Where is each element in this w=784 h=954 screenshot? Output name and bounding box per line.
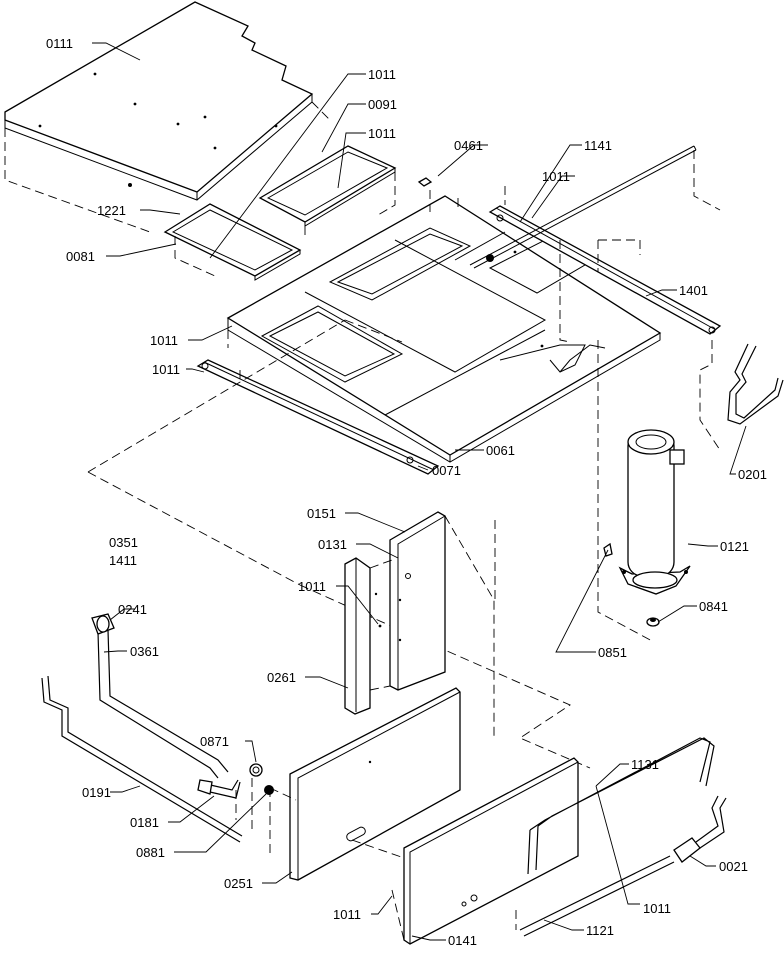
panel-0151: [389, 511, 446, 691]
label-1011-f: 1011: [298, 579, 326, 594]
tube-0181: [197, 779, 241, 799]
label-1011-e: 1011: [152, 362, 180, 377]
label-0111: 0111: [46, 36, 73, 51]
label-0461: 0461: [454, 138, 483, 153]
label-0251: 0251: [224, 876, 253, 891]
label-0871: 0871: [200, 734, 229, 749]
compressor: [618, 429, 691, 595]
label-0881: 0881: [136, 845, 165, 860]
label-0361: 0361: [130, 644, 159, 659]
label-0851: 0851: [598, 645, 627, 660]
label-1401: 1401: [679, 283, 708, 298]
label-0131: 0131: [318, 537, 347, 552]
nut-0871: [249, 763, 263, 777]
label-1011-b: 1011: [368, 126, 396, 141]
tube-1121: [519, 855, 675, 937]
leader-lines: [92, 42, 747, 941]
label-0241: 0241: [118, 602, 147, 617]
rail-1401: [488, 205, 722, 335]
label-0181: 0181: [130, 815, 159, 830]
filter-panel-0091: [258, 145, 397, 227]
label-0191: 0191: [82, 785, 111, 800]
label-0261: 0261: [267, 670, 296, 685]
label-0091: 0091: [368, 97, 397, 112]
grommet-0881: [264, 785, 274, 795]
label-1121: 1121: [586, 923, 614, 938]
label-0841: 0841: [699, 599, 728, 614]
front-panel-0141: [403, 757, 579, 945]
label-0141: 0141: [448, 933, 477, 948]
label-1011-c: 1011: [542, 169, 570, 184]
top-cover-panel: [4, 1, 314, 201]
tube-0201: [727, 343, 784, 425]
rail-0071: [196, 359, 440, 475]
base-pan: [226, 195, 662, 463]
label-0121: 0121: [720, 539, 749, 554]
label-0201: 0201: [738, 467, 767, 482]
label-1011-h: 1011: [643, 901, 671, 916]
label-0061: 0061: [486, 443, 515, 458]
label-0351: 0351: [109, 535, 138, 550]
tube-0191: [41, 675, 243, 843]
label-1011-g: 1011: [333, 907, 361, 922]
label-1011-a: 1011: [368, 67, 396, 82]
clip-0461: [417, 177, 433, 187]
drier-0021: [673, 795, 727, 863]
filter-panel-1221: [163, 203, 302, 281]
label-0071: 0071: [432, 463, 461, 478]
label-0151: 0151: [307, 506, 336, 521]
rod-1141: [469, 145, 697, 269]
label-1141: 1141: [584, 138, 612, 153]
front-panel-0251: [289, 687, 461, 881]
label-1011-d: 1011: [150, 333, 178, 348]
label-1131: 1131: [631, 757, 659, 772]
panel-0131: [344, 557, 382, 715]
grommet-0841: [646, 617, 660, 627]
tube-1131: [527, 737, 715, 875]
label-0021: 0021: [719, 859, 748, 874]
tube-0361: [91, 613, 229, 779]
label-0081: 0081: [66, 249, 95, 264]
label-1221: 1221: [97, 203, 126, 218]
label-1411: 1411: [109, 553, 137, 568]
